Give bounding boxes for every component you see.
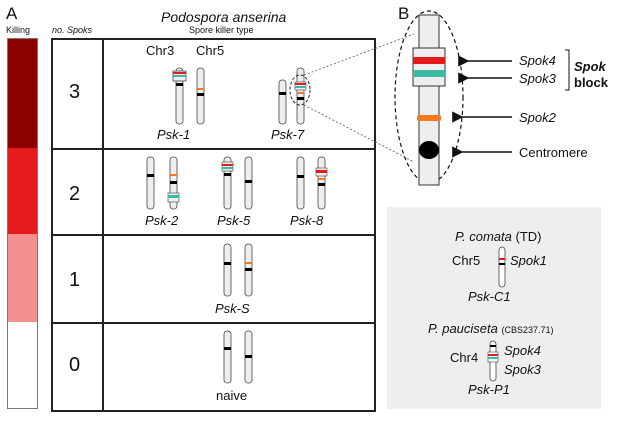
killing-level-3 — [7, 38, 38, 149]
naive-chr3 — [223, 330, 232, 384]
psk-1-chr3 — [172, 67, 187, 125]
killing-level-2 — [7, 148, 38, 234]
pauciseta-strain: (CBS237.71) — [501, 325, 554, 335]
no-spoks-header: no. Spoks — [52, 25, 93, 35]
comata-strain: (TD) — [515, 229, 542, 244]
psk-8-chr5 — [315, 156, 328, 210]
killing-level-1 — [7, 234, 38, 322]
spok-count-row-2: 2 — [69, 183, 81, 205]
panel-label-b: B — [398, 4, 410, 23]
strain-label-naive: naive — [216, 388, 248, 403]
psk-7-chr5 — [294, 67, 307, 125]
spok4-label: Spok4 — [519, 53, 556, 68]
comata-chr-label: Chr5 — [452, 253, 481, 268]
psk-c1-chromosome — [498, 246, 506, 288]
spok-block-label-line1: Spok — [574, 59, 606, 74]
comata-psk-label: Psk-C1 — [468, 289, 511, 304]
spok3-label: Spok3 — [519, 71, 556, 86]
centromere-label: Centromere — [519, 145, 588, 160]
comata-spok1-label: Spok1 — [510, 253, 547, 268]
pauciseta-chr-label: Chr4 — [450, 350, 479, 365]
spoks-table — [51, 38, 376, 412]
table-row-divider-3 — [51, 322, 374, 324]
zoom-line-top — [303, 33, 415, 76]
table-column-divider — [102, 38, 104, 410]
pauciseta-spok4-label: Spok4 — [504, 343, 541, 358]
killing-label: Killing — [6, 25, 31, 35]
spok2-band — [417, 115, 441, 121]
psk-2-chr5 — [167, 156, 180, 210]
chr5-label: Chr5 — [196, 43, 225, 58]
species-title: Podospora anserina — [161, 9, 287, 25]
spok-block-bracket — [565, 49, 570, 91]
psk-1-chr5 — [196, 67, 205, 125]
table-row-divider-2 — [51, 234, 374, 236]
comata-species-name: P. comata — [455, 229, 512, 244]
comata-title: P. comata (TD) — [455, 229, 541, 244]
psk-s-chr3 — [223, 243, 232, 297]
psk-s-chr5 — [244, 243, 253, 297]
psk-7-chr3 — [278, 79, 287, 125]
panel-label-a: A — [6, 4, 18, 23]
spok-count-row-0: 0 — [69, 354, 81, 376]
strain-label-psk-2: Psk-2 — [145, 213, 179, 228]
pauciseta-spok3-label: Spok3 — [504, 362, 541, 377]
strain-label-psk-8: Psk-8 — [290, 213, 324, 228]
spok4-band — [413, 57, 445, 64]
killing-level-0 — [7, 322, 38, 409]
spok-count-row-1: 1 — [69, 269, 81, 291]
psk-p1-chromosome — [487, 340, 499, 382]
strain-label-psk-1: Psk-1 — [157, 127, 191, 142]
zoom-ellipse-small — [289, 74, 311, 106]
spore-killer-type-header: Spore killer type — [189, 25, 254, 35]
zoom-line-bottom — [303, 104, 415, 163]
psk-8-chr3 — [296, 156, 305, 210]
strain-label-psk-7: Psk-7 — [271, 127, 305, 142]
zoomed-chromosome — [412, 14, 446, 186]
chr3-label: Chr3 — [146, 43, 175, 58]
naive-chr5 — [244, 330, 253, 384]
pauciseta-title: P. pauciseta (CBS237.71) — [428, 321, 554, 336]
psk-2-chr3 — [146, 156, 155, 210]
psk-5-chr5 — [244, 156, 253, 210]
strain-label-psk-5: Psk-5 — [217, 213, 251, 228]
table-row-divider-1 — [51, 148, 374, 150]
centromere-dot — [419, 141, 439, 159]
strain-label-psk-s: Psk-S — [215, 301, 250, 316]
spok2-label: Spok2 — [519, 110, 556, 125]
pauciseta-species-name: P. pauciseta — [428, 321, 498, 336]
spok-count-row-3: 3 — [69, 81, 81, 103]
pauciseta-psk-label: Psk-P1 — [468, 382, 510, 397]
psk-5-chr3 — [221, 156, 234, 210]
spok-block-label-line2: block — [574, 75, 608, 90]
spok3-band — [413, 70, 445, 77]
